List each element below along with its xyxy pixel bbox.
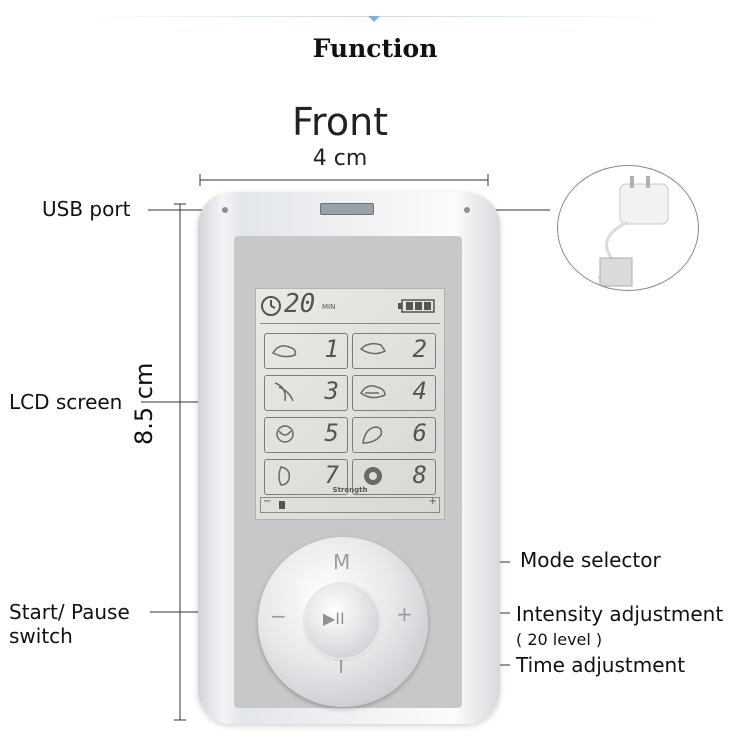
play-pause-icon: ▶II [323, 609, 345, 628]
usb-port [320, 203, 374, 215]
swirl-icon [364, 467, 382, 485]
hand-massage-icon [276, 425, 294, 443]
intensity-up-button[interactable]: + [396, 602, 413, 626]
mode-cell: 6 [352, 417, 436, 453]
hand-massage-icon [278, 466, 291, 486]
charger-inset [557, 165, 699, 291]
mode-cell: 5 [264, 417, 348, 453]
mode-cell: 7 [264, 459, 348, 495]
view-title: Front [291, 100, 389, 144]
strength-plus: + [428, 496, 437, 507]
mode-button[interactable]: M [333, 550, 351, 574]
intensity-levels-label: ( 20 level ) [516, 630, 603, 649]
mode-cell: 4 [352, 375, 436, 411]
intensity-label: Intensity adjustment [516, 602, 724, 626]
mode-cell: 3 [264, 375, 348, 411]
usb-charger-icon [597, 176, 669, 287]
start-pause-button[interactable]: ▶II [305, 584, 379, 658]
hand-massage-icon [362, 426, 383, 444]
screw-icon [464, 207, 470, 213]
time-button[interactable]: T [335, 654, 348, 678]
divider-caret-icon [368, 16, 380, 22]
lcd-divider [260, 323, 440, 324]
timer-unit: MIN [322, 303, 336, 311]
lcd-screen-label: LCD screen [9, 390, 123, 414]
mode-cell: 1 [264, 333, 348, 369]
hand-massage-icon [360, 385, 386, 399]
clock-icon [261, 296, 281, 316]
mode-number: 8 [412, 461, 427, 489]
mode-number: 7 [324, 461, 339, 489]
strength-level-fill [279, 501, 285, 509]
timer-readout: 20 [284, 289, 316, 319]
battery-icon [398, 299, 435, 313]
mode-number: 4 [412, 377, 427, 405]
lcd-screen: 20 MIN 1 2 3 4 5 6 7 8 Strength − [255, 288, 445, 520]
mode-number: 1 [324, 335, 339, 363]
width-dimension: 4 cm [312, 146, 368, 171]
mode-number: 3 [324, 377, 339, 405]
hand-massage-icon [359, 342, 387, 355]
start-pause-label: Start/ Pause [9, 600, 130, 624]
start-pause-label-line2: switch [9, 624, 73, 648]
hand-massage-icon [271, 345, 297, 358]
hand-massage-icon [274, 382, 294, 402]
mode-number: 5 [324, 419, 339, 447]
time-adjustment-label: Time adjustment [516, 653, 686, 677]
strength-bar: − + [260, 496, 440, 513]
strength-minus: − [263, 496, 272, 507]
mode-number: 2 [412, 335, 427, 363]
mode-number: 6 [412, 419, 427, 447]
usb-port-label: USB port [42, 197, 131, 221]
screw-icon [222, 207, 228, 213]
page-title: Function [312, 34, 438, 63]
intensity-down-button[interactable]: − [270, 604, 287, 628]
mode-cell: 8 [352, 459, 436, 495]
height-dimension: 8.5 cm [130, 362, 158, 445]
mode-selector-label: Mode selector [520, 548, 661, 572]
strength-label: Strength [332, 486, 368, 494]
mode-cell: 2 [352, 333, 436, 369]
